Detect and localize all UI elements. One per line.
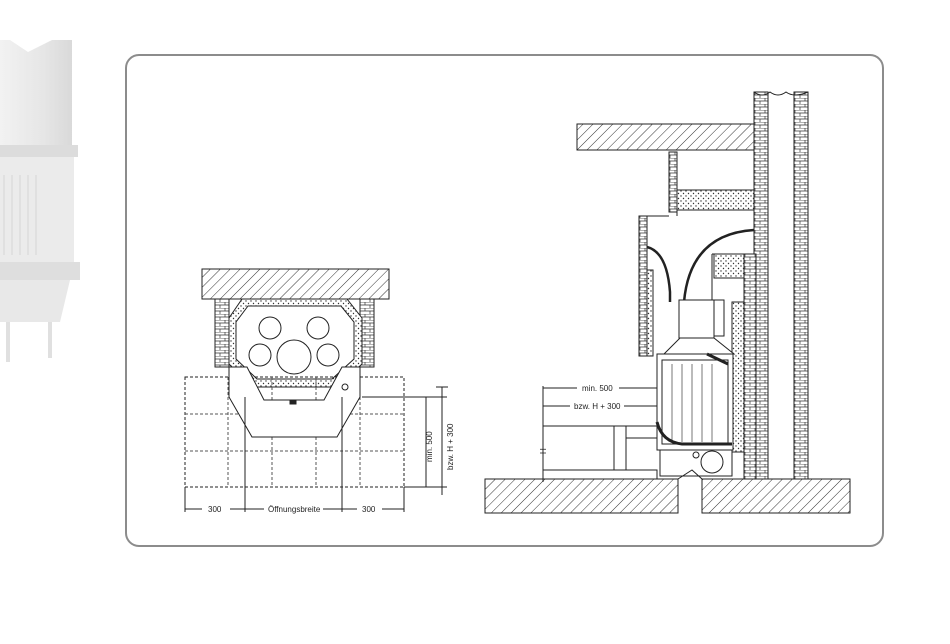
section-ceiling [577, 124, 754, 150]
section-insulation-top [677, 190, 754, 210]
section-air-inlet [701, 451, 723, 473]
section-floor-right [702, 479, 850, 513]
plan-dim-opening: Öffnungsbreite [268, 505, 321, 514]
section-hood-brick [669, 152, 677, 212]
plan-brick-left [215, 299, 229, 367]
plan-flue-4 [317, 344, 339, 366]
plan-flue-main [277, 340, 311, 374]
plan-flue-3 [249, 344, 271, 366]
installation-drawing: 300 Öffnungsbreite 300 min. 500 bzw. H +… [127, 56, 882, 545]
plan-back-wall [202, 269, 389, 299]
plan-dim-alt: bzw. H + 300 [446, 423, 455, 470]
stove-photo [0, 0, 90, 380]
drawing-frame: 300 Öffnungsbreite 300 min. 500 bzw. H +… [125, 54, 884, 547]
plan-flue-1 [259, 317, 281, 339]
plan-flue-2 [307, 317, 329, 339]
plan-dim-left: 300 [208, 505, 222, 514]
section-dim-height: H [539, 448, 548, 454]
section-dim-alt: bzw. H + 300 [574, 402, 621, 411]
section-dim-min: min. 500 [582, 384, 613, 393]
plan-view [185, 269, 448, 512]
section-chimney-outer [794, 92, 808, 480]
plan-dim-right: 300 [362, 505, 376, 514]
plan-dim-min: min. 500 [425, 431, 434, 462]
section-stove-hood [664, 338, 734, 354]
section-collar [679, 300, 714, 338]
section-back-wall [744, 254, 756, 480]
section-insulation-mid [714, 254, 744, 278]
section-hearth [543, 470, 657, 479]
section-floor-left [485, 479, 678, 513]
